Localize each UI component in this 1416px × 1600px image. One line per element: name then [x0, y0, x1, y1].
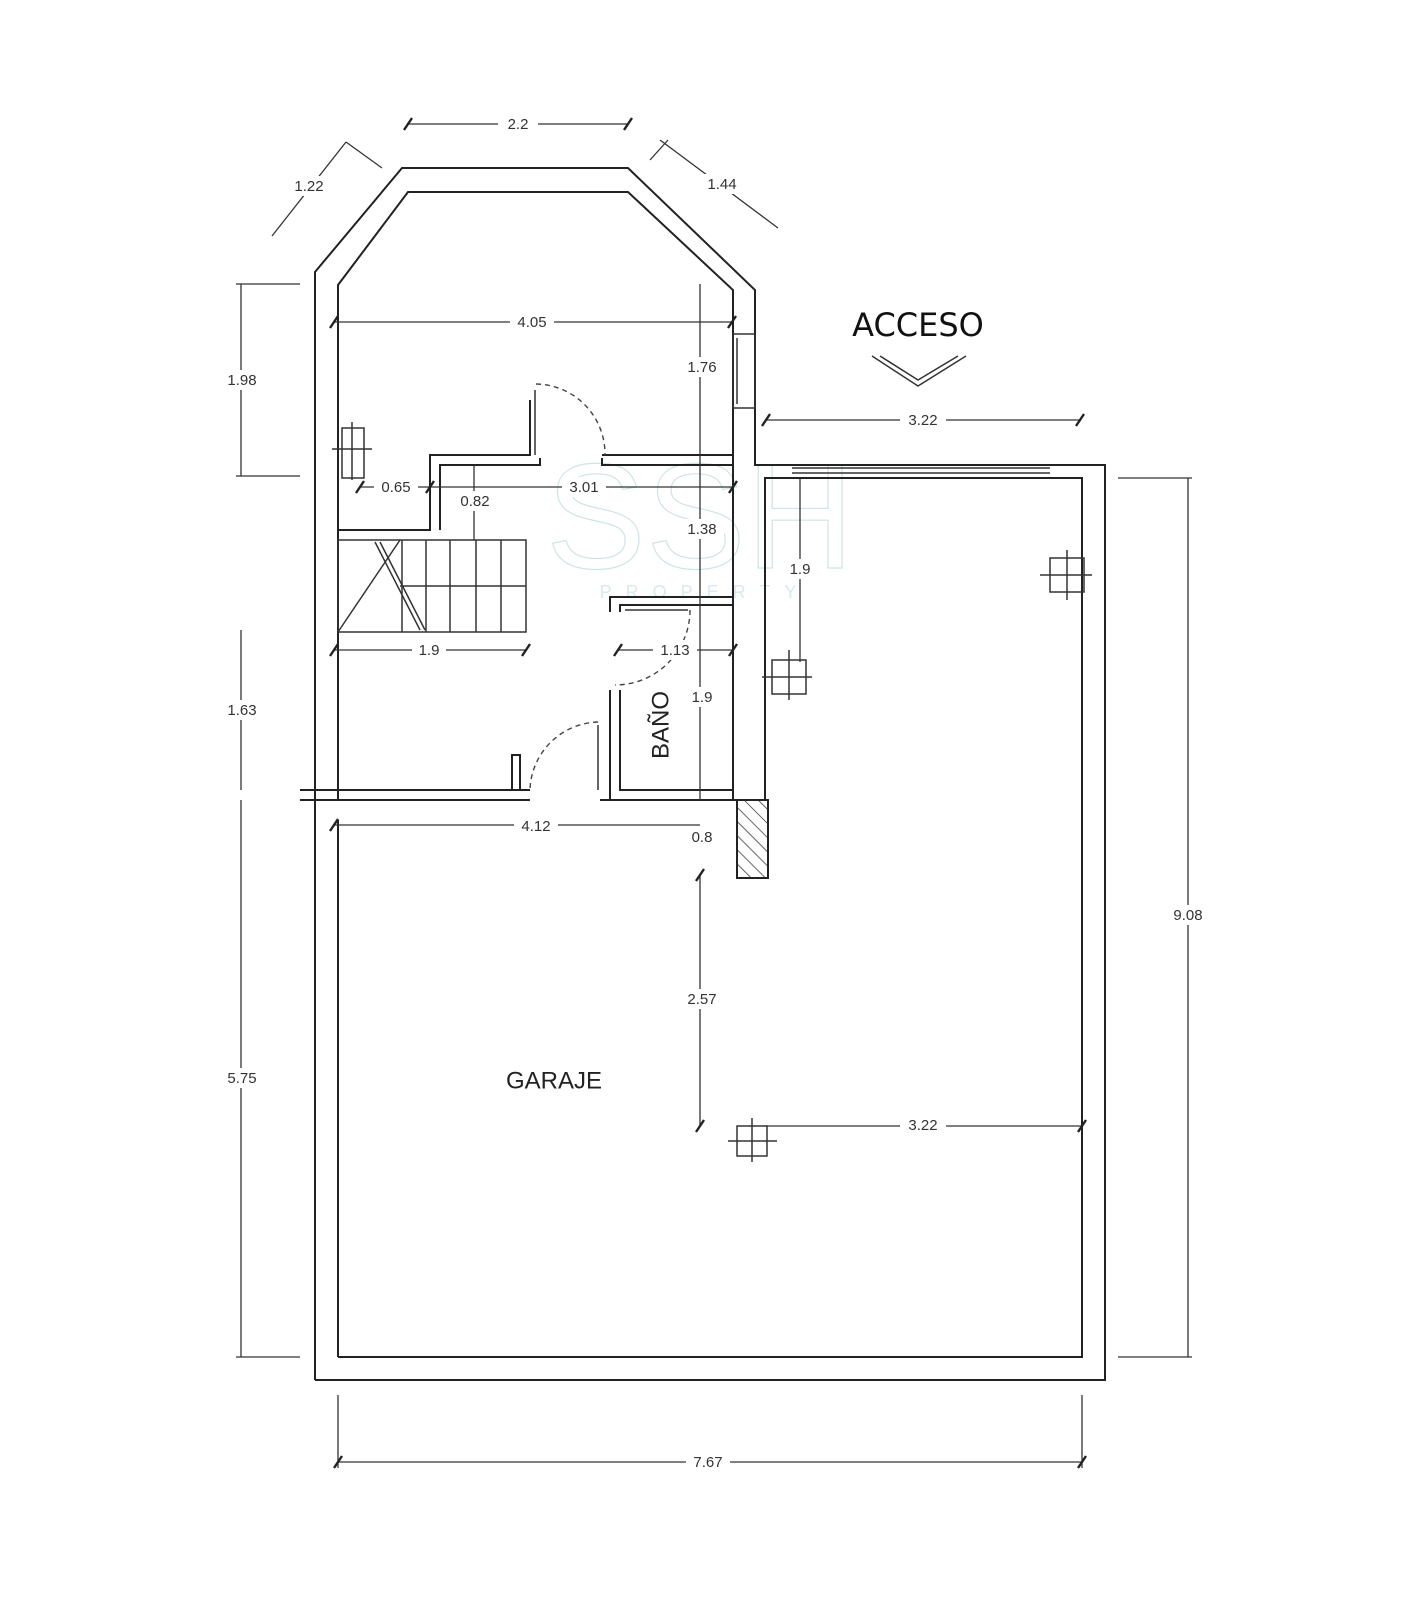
dim-bottom-total: 7.67 [693, 1454, 722, 1471]
watermark-subtitle: PROPERTY [600, 582, 811, 602]
dim-top-right-diag: 1.44 [707, 176, 736, 193]
hatched-column [736, 799, 769, 879]
garage-door [792, 467, 1050, 474]
window [732, 333, 756, 409]
structural-markers [332, 422, 1092, 1162]
dim-door-side: 1.9 [790, 561, 811, 578]
exterior-walls [300, 167, 1106, 1381]
room-label-bathroom: BAÑO [647, 691, 674, 759]
access-arrow-icon-inner [879, 355, 959, 381]
dim-stair-width: 1.9 [419, 642, 440, 659]
dim-bath-width: 1.13 [660, 642, 689, 659]
dim-wall-gap: 0.8 [692, 829, 713, 846]
doors [529, 383, 691, 791]
dim-upper-room-width: 4.05 [517, 314, 546, 331]
dim-left-mid: 1.63 [227, 702, 256, 719]
dim-hall-depth: 0.82 [460, 493, 489, 510]
dim-hall-width: 3.01 [569, 479, 598, 496]
dim-lower-hall-width: 4.12 [521, 818, 550, 835]
access-arrow-icon [871, 355, 967, 387]
dim-hall-right: 1.38 [687, 521, 716, 538]
dim-niche-width: 0.65 [381, 479, 410, 496]
interior-walls [337, 400, 765, 801]
dim-access-width: 3.22 [908, 412, 937, 429]
room-label-garage: GARAJE [506, 1067, 602, 1094]
dim-garage-col-depth: 2.57 [687, 991, 716, 1008]
dim-upper-room-depth: 1.76 [687, 359, 716, 376]
dim-garage-col-width: 3.22 [908, 1117, 937, 1134]
dim-bath-depth: 1.9 [692, 689, 713, 706]
dim-top-left-diag: 1.22 [294, 178, 323, 195]
dimension-labels: 2.2 1.22 1.44 1.98 4.05 1.76 3.22 0.65 0… [222, 114, 1210, 1472]
access-label: ACCESO [852, 306, 984, 344]
dim-left-upper: 1.98 [227, 372, 256, 389]
dim-left-lower: 5.75 [227, 1070, 256, 1087]
dim-right-total: 9.08 [1173, 907, 1202, 924]
dim-top-width: 2.2 [508, 116, 529, 133]
dimension-lines [236, 117, 1192, 1469]
